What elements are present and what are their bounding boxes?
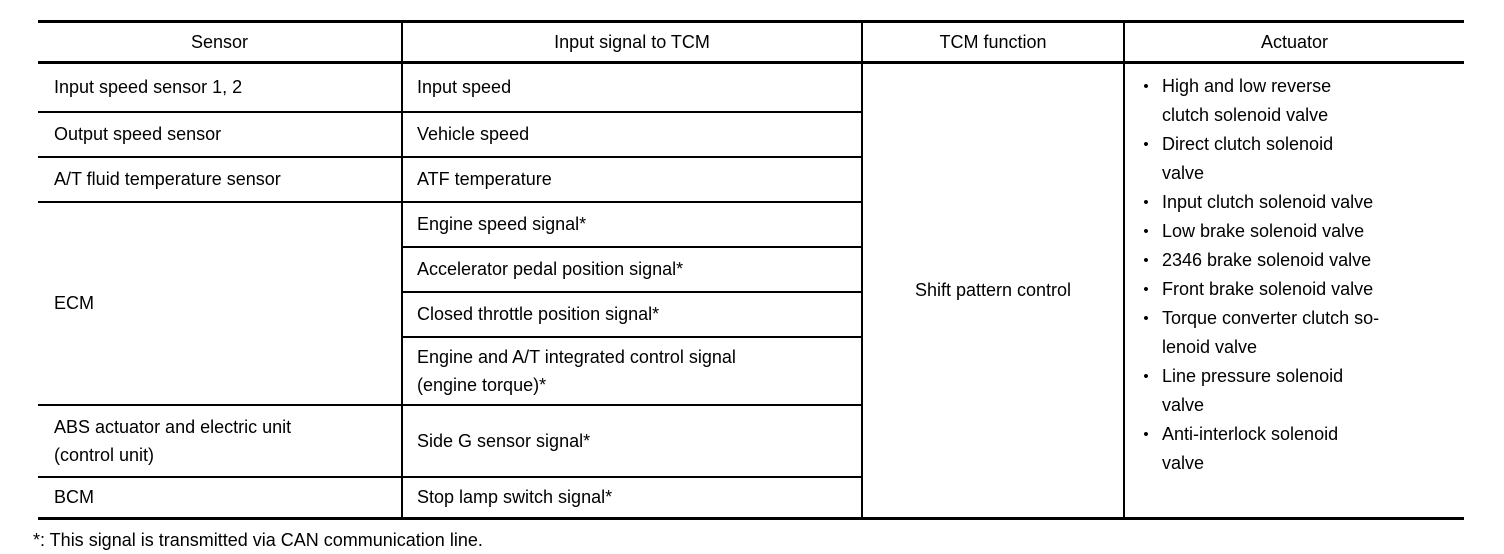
- bullet-icon: •: [1143, 368, 1149, 385]
- actuator-item-label: High and low reverse clutch solenoid val…: [1162, 76, 1332, 125]
- tcm-function-cell: Shift pattern control: [861, 61, 1125, 520]
- bullet-icon: •: [1143, 223, 1149, 240]
- signal-cell: Closed throttle position signal*: [401, 290, 863, 338]
- table-row: Output speed sensor Vehicle speed: [38, 110, 1464, 158]
- actuator-item-label: Front brake solenoid valve: [1162, 279, 1374, 299]
- bullet-icon: •: [1143, 281, 1149, 298]
- sensor-cell: Input speed sensor 1, 2: [38, 61, 403, 113]
- bullet-icon: •: [1143, 252, 1149, 269]
- actuator-item-label: Torque converter clutch so- lenoid valve: [1162, 308, 1380, 357]
- actuator-item-label: Direct clutch solenoid valve: [1162, 134, 1334, 183]
- bullet-icon: •: [1143, 194, 1149, 211]
- actuator-list-item: • 2346 brake solenoid valve: [1139, 246, 1458, 275]
- sensor-cell: A/T fluid temperature sensor: [38, 155, 403, 203]
- manual-page: Sensor Input signal to TCM TCM function …: [33, 20, 1466, 551]
- table-row: Engine and A/T integrated control signal…: [38, 335, 1464, 406]
- signal-cell: Engine speed signal*: [401, 200, 863, 248]
- actuator-list-item: • Torque converter clutch so- lenoid valv…: [1139, 304, 1458, 362]
- column-header-sensor: Sensor: [38, 20, 403, 64]
- actuator-list-item: • Line pressure solenoid valve: [1139, 362, 1458, 420]
- column-header-tcm-function: TCM function: [861, 20, 1125, 64]
- signal-cell: Accelerator pedal position signal*: [401, 245, 863, 293]
- bullet-icon: •: [1143, 136, 1149, 153]
- sensor-cell: BCM: [38, 475, 403, 520]
- table-row: A/T fluid temperature sensor ATF tempera…: [38, 155, 1464, 203]
- signal-cell: ATF temperature: [401, 155, 863, 203]
- actuator-item-label: Low brake solenoid valve: [1162, 221, 1365, 241]
- actuator-cell: • High and low reverse clutch solenoid va…: [1123, 61, 1464, 520]
- signal-cell: Side G sensor signal*: [401, 403, 863, 478]
- sensor-cell: ECM: [38, 200, 403, 406]
- table-row: Accelerator pedal position signal*: [38, 245, 1464, 293]
- table-row: ABS actuator and electric unit (control …: [38, 403, 1464, 478]
- actuator-list-item: • Front brake solenoid valve: [1139, 275, 1458, 304]
- actuator-list-item: • Anti-interlock solenoid valve: [1139, 420, 1458, 478]
- actuator-item-label: 2346 brake solenoid valve: [1162, 250, 1372, 270]
- actuator-list-item: • Low brake solenoid valve: [1139, 217, 1458, 246]
- actuator-list-item: • Direct clutch solenoid valve: [1139, 130, 1458, 188]
- column-header-actuator: Actuator: [1123, 20, 1464, 64]
- table-row: Closed throttle position signal*: [38, 290, 1464, 338]
- table-row: BCM Stop lamp switch signal*: [38, 475, 1464, 520]
- actuator-list: • High and low reverse clutch solenoid va…: [1139, 72, 1458, 478]
- actuator-list-item: • High and low reverse clutch solenoid va…: [1139, 72, 1458, 130]
- actuator-item-label: Input clutch solenoid valve: [1162, 192, 1374, 212]
- sensor-signal-table: Sensor Input signal to TCM TCM function …: [38, 20, 1464, 520]
- table-row: Input speed sensor 1, 2 Input speed Shif…: [38, 61, 1464, 520]
- sensor-cell: Output speed sensor: [38, 110, 403, 158]
- signal-cell: Input speed: [401, 61, 863, 113]
- actuator-item-label: Line pressure solenoid valve: [1162, 366, 1344, 415]
- table-row: ECM Engine speed signal*: [38, 200, 1464, 406]
- signal-cell: Vehicle speed: [401, 110, 863, 158]
- sensor-cell: ABS actuator and electric unit (control …: [38, 403, 403, 478]
- bullet-icon: •: [1143, 426, 1149, 443]
- table-header-row: Sensor Input signal to TCM TCM function …: [38, 20, 1464, 64]
- actuator-list-item: • Input clutch solenoid valve: [1139, 188, 1458, 217]
- signal-cell: Stop lamp switch signal*: [401, 475, 863, 520]
- bullet-icon: •: [1143, 310, 1149, 327]
- actuator-item-label: Anti-interlock solenoid valve: [1162, 424, 1339, 473]
- column-header-input-signal: Input signal to TCM: [401, 20, 863, 64]
- bullet-icon: •: [1143, 78, 1149, 95]
- signal-cell: Engine and A/T integrated control signal…: [401, 335, 863, 406]
- can-footnote: *: This signal is transmitted via CAN co…: [33, 530, 483, 550]
